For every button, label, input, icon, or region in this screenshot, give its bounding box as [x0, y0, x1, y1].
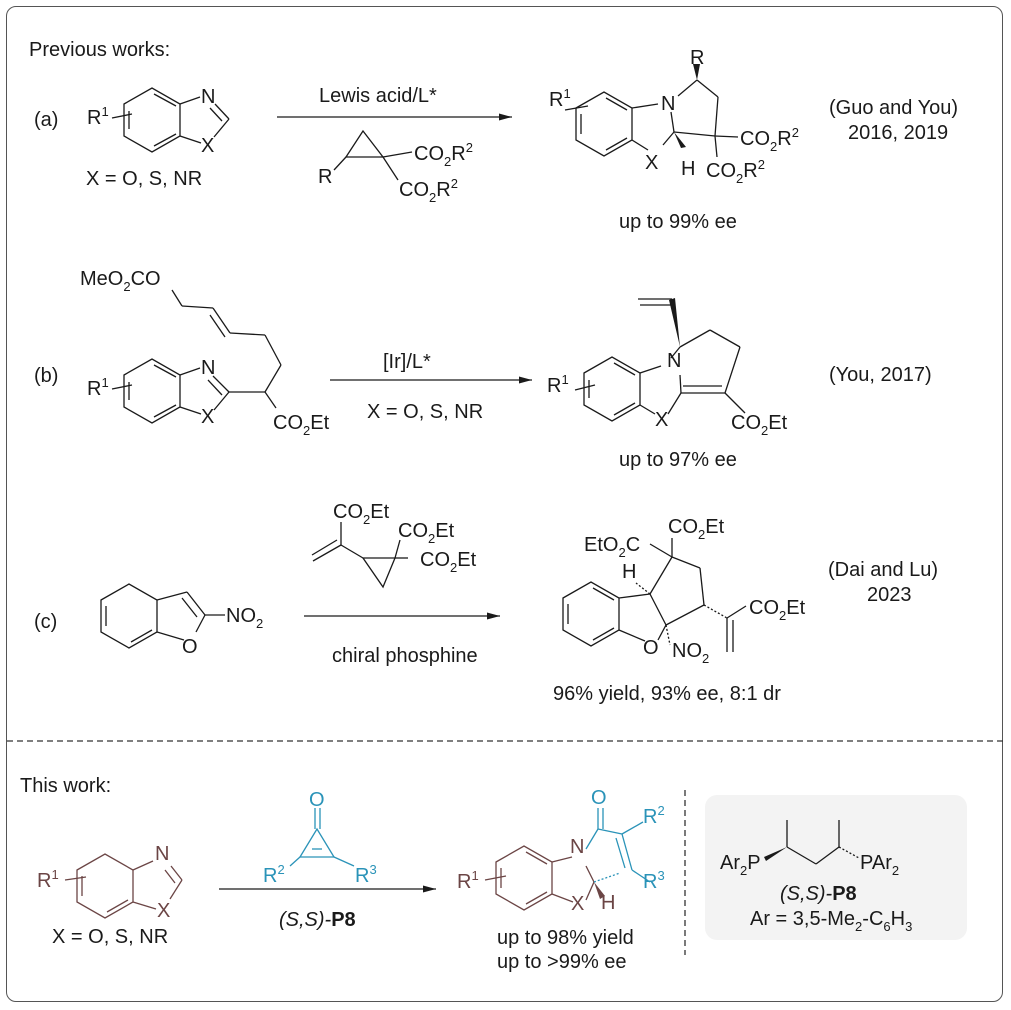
svg-text:R3: R3	[355, 862, 377, 887]
svg-text:X: X	[157, 900, 170, 922]
reaction-c-label: (c)	[34, 611, 57, 633]
svg-text:N: N	[570, 836, 584, 858]
this-work-product: N X H R1 O R2 R3	[457, 787, 665, 915]
reaction-a-label: (a)	[34, 109, 58, 131]
reaction-b-condition-top: [Ir]/L*	[383, 351, 431, 373]
previous-works-title: Previous works:	[29, 39, 170, 61]
reaction-b-product: N X R1 CO2Et	[547, 298, 788, 438]
svg-text:CO2Et: CO2Et	[333, 501, 390, 527]
reaction-b-condition-bottom: X = O, S, NR	[367, 401, 483, 423]
svg-text:X: X	[645, 152, 658, 174]
svg-text:H: H	[601, 892, 615, 914]
svg-text:CO2R2: CO2R2	[414, 140, 473, 169]
figure-frame	[6, 6, 1003, 1002]
svg-text:H: H	[681, 158, 695, 180]
catalyst-label: (S,S)-P8	[279, 909, 356, 931]
svg-text:X: X	[655, 409, 668, 431]
svg-text:CO2R2: CO2R2	[706, 157, 765, 186]
reaction-c-reagent: CO2Et CO2Et CO2Et	[311, 501, 477, 589]
svg-text:N: N	[667, 350, 681, 372]
svg-text:R1: R1	[37, 867, 59, 892]
reaction-a: (a) N X R1 X = O, S, NR Lewis acid/L*	[34, 47, 958, 233]
atom-x: X	[201, 135, 214, 157]
this-work-substrate: N X R1	[37, 843, 183, 922]
svg-text:CO2Et: CO2Et	[749, 597, 806, 623]
svg-text:O: O	[309, 789, 325, 811]
svg-text:CO2R2: CO2R2	[740, 125, 799, 154]
svg-text:R3: R3	[643, 868, 665, 893]
svg-text:MeO2CO: MeO2CO	[80, 268, 161, 294]
svg-text:CO2Et: CO2Et	[398, 520, 455, 546]
svg-text:N: N	[201, 357, 215, 379]
reaction-c-citation-1: (Dai and Lu)	[828, 559, 938, 581]
svg-text:X: X	[571, 893, 584, 915]
reaction-a-reagent: R CO2R2 CO2R2	[318, 129, 473, 205]
reaction-b-citation: (You, 2017)	[829, 364, 932, 386]
svg-text:NO2: NO2	[672, 640, 709, 666]
svg-text:N: N	[661, 93, 675, 115]
svg-text:CO2R2: CO2R2	[399, 176, 458, 205]
svg-text:CO2Et: CO2Et	[420, 549, 477, 575]
reaction-b-result: up to 97% ee	[619, 449, 737, 471]
reaction-b: (b) N X R1 MeO2CO CO2Et	[34, 268, 932, 471]
reaction-b-label: (b)	[34, 365, 58, 387]
svg-text:EtO2C: EtO2C	[584, 534, 640, 560]
svg-text:H: H	[622, 561, 636, 583]
atom-n: N	[201, 86, 215, 108]
svg-text:R1: R1	[549, 86, 571, 111]
svg-text:CO2Et: CO2Et	[668, 516, 725, 542]
reaction-a-product: R N X H CO2R2 CO2R2 R1	[549, 47, 799, 186]
reaction-c-result: 96% yield, 93% ee, 8:1 dr	[553, 683, 781, 705]
svg-text:CO2Et: CO2Et	[273, 412, 330, 438]
cyclopropenone-reagent: O R2 R3	[263, 789, 377, 887]
svg-text:CO2Et: CO2Et	[731, 412, 788, 438]
svg-text:O: O	[182, 636, 198, 658]
reaction-c-product: EtO2C CO2Et H O NO2 CO2Et	[562, 516, 806, 666]
reaction-a-citation-1: (Guo and You)	[829, 97, 958, 119]
svg-text:R: R	[690, 47, 704, 69]
reaction-a-result: up to 99% ee	[619, 211, 737, 233]
svg-text:R2: R2	[643, 803, 665, 828]
reaction-c-substrate: O NO2	[100, 583, 263, 658]
ligand-box: Ar2P PAr2 (S,S)-P8 Ar = 3,5-Me2-C6H3	[705, 795, 967, 940]
this-work-result-2: up to >99% ee	[497, 951, 627, 973]
svg-text:R: R	[318, 166, 332, 188]
svg-text:O: O	[643, 637, 659, 659]
reaction-a-substrate: N X R1	[87, 86, 230, 157]
reaction-a-citation-2: 2016, 2019	[848, 122, 948, 144]
svg-text:N: N	[155, 843, 169, 865]
svg-text:R1: R1	[87, 375, 109, 400]
reaction-a-scope: X = O, S, NR	[86, 168, 202, 190]
reaction-b-substrate: N X R1 MeO2CO CO2Et	[80, 268, 330, 438]
svg-text:X: X	[201, 406, 214, 428]
svg-text:R1: R1	[547, 372, 569, 397]
svg-text:NO2: NO2	[226, 605, 263, 631]
ligand-name: (S,S)-P8	[780, 883, 857, 905]
reaction-c-citation-2: 2023	[867, 584, 912, 606]
svg-text:O: O	[591, 787, 607, 809]
this-work-title: This work:	[20, 775, 111, 797]
reaction-c-condition: chiral phosphine	[332, 645, 478, 667]
svg-text:R1: R1	[457, 868, 479, 893]
svg-text:R2: R2	[263, 862, 285, 887]
reaction-c: (c) O NO2 CO2Et CO2Et CO2Et	[34, 501, 938, 705]
r1-label: R1	[87, 104, 109, 129]
reaction-a-condition: Lewis acid/L*	[319, 85, 437, 107]
this-work-scope: X = O, S, NR	[52, 926, 168, 948]
this-work-result-1: up to 98% yield	[497, 927, 634, 949]
